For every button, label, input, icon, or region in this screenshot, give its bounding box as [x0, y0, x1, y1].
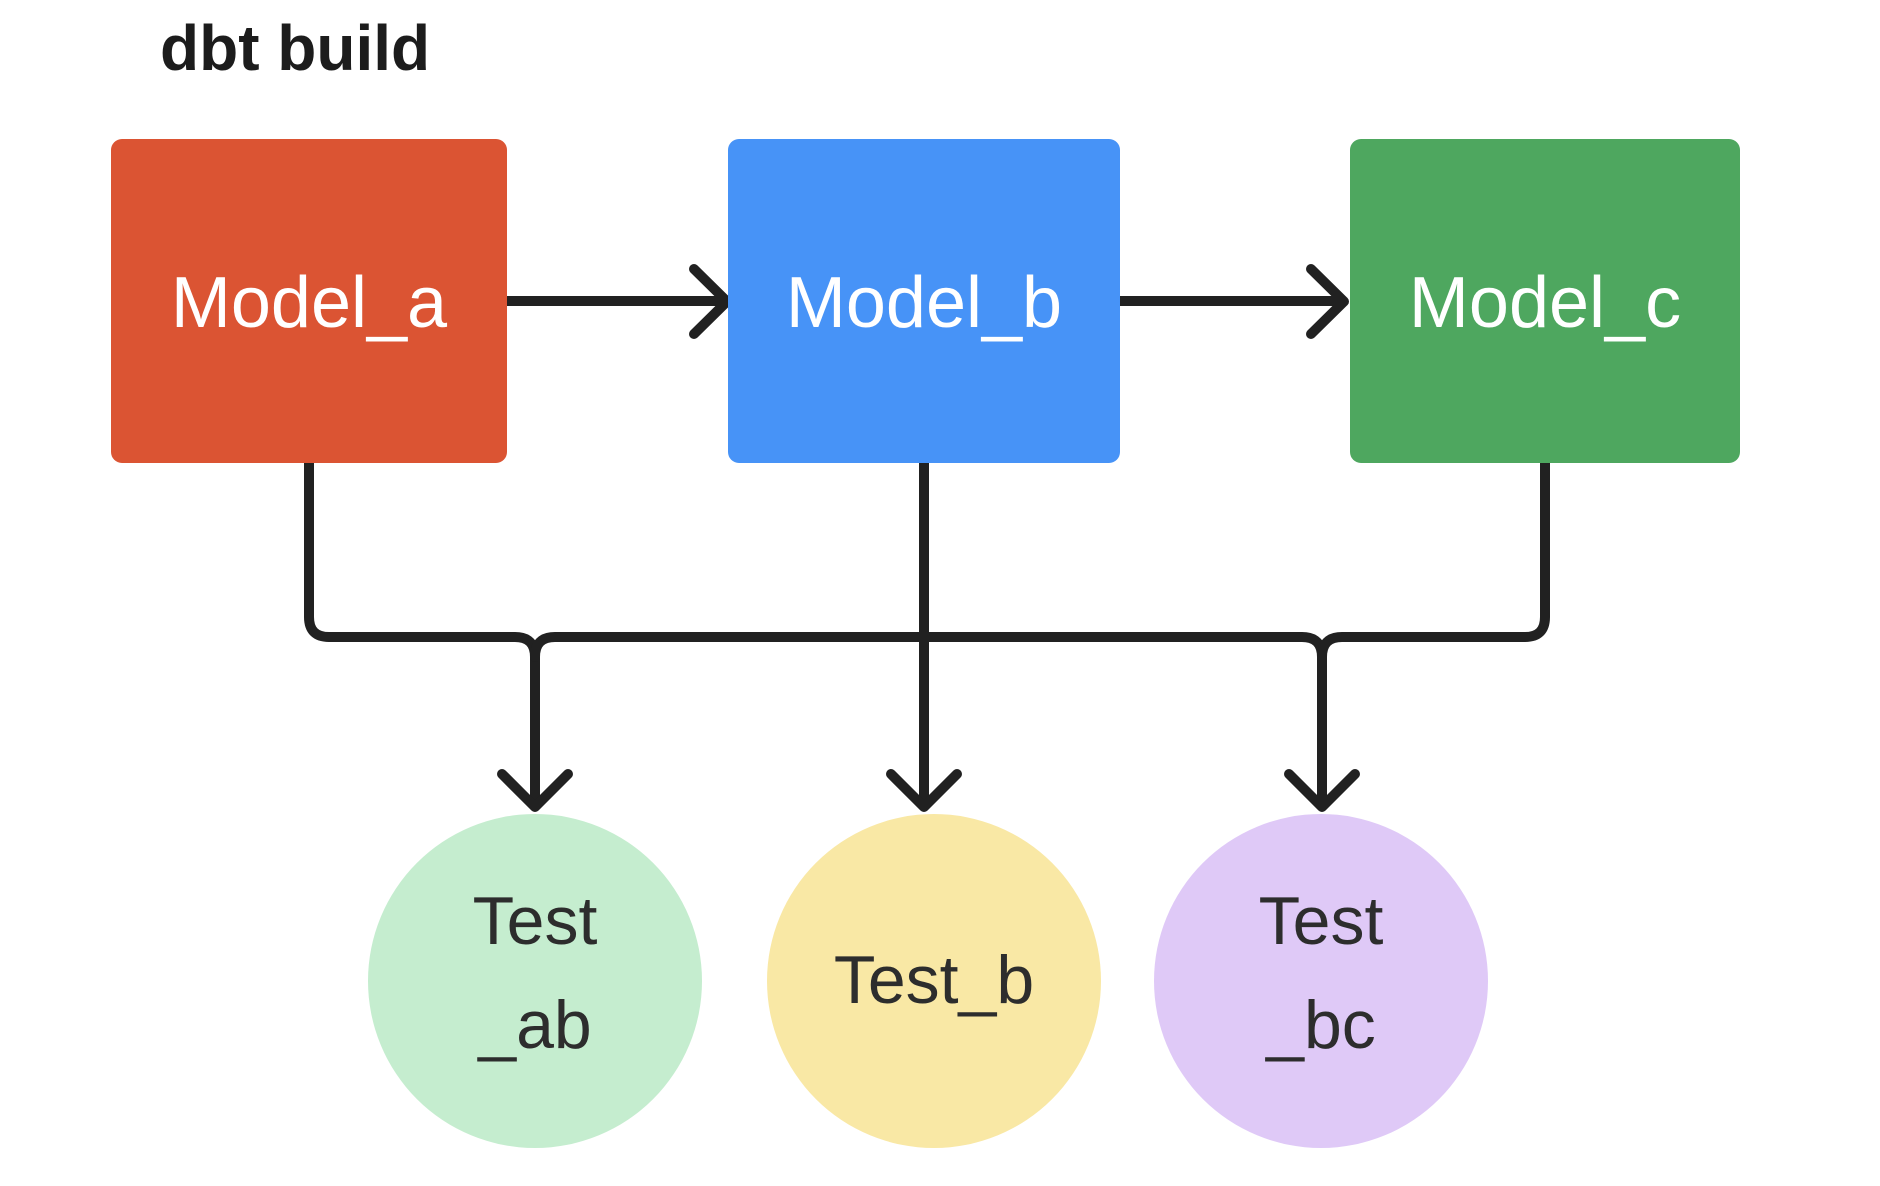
- test-bc-node: [1154, 814, 1488, 1148]
- test-b-node: [767, 814, 1101, 1148]
- arrowhead-test-b: [886, 769, 962, 812]
- test-nodes: Test _ab Test_b Test _bc: [368, 814, 1488, 1148]
- arrowhead-model-c: [1306, 264, 1349, 339]
- test-b-label: Test_b: [834, 942, 1034, 1018]
- test-ab-node: [368, 814, 702, 1148]
- arrowhead-test-bc: [1284, 769, 1360, 812]
- test-ab-label-line1: Test: [473, 883, 598, 959]
- test-ab-label-line2: _ab: [476, 987, 591, 1063]
- model-c-label: Model_c: [1409, 263, 1681, 343]
- edge-model-c-to-test-bc: [1317, 458, 1550, 806]
- model-b-node: [728, 139, 1120, 463]
- model-b-label: Model_b: [786, 263, 1062, 343]
- arrowhead-model-b: [689, 264, 732, 339]
- edge-model-a-to-test-ab: [304, 458, 540, 806]
- model-nodes: Model_a Model_b Model_c: [111, 139, 1740, 463]
- model-a-label: Model_a: [171, 263, 448, 343]
- test-bc-label-line2: _bc: [1264, 987, 1376, 1063]
- edges-group: [304, 264, 1550, 812]
- arrowhead-test-ab: [497, 769, 573, 812]
- model-a-node: [111, 139, 507, 463]
- test-bc-label-line1: Test: [1259, 883, 1384, 959]
- diagram-title: dbt build: [160, 12, 430, 84]
- model-c-node: [1350, 139, 1740, 463]
